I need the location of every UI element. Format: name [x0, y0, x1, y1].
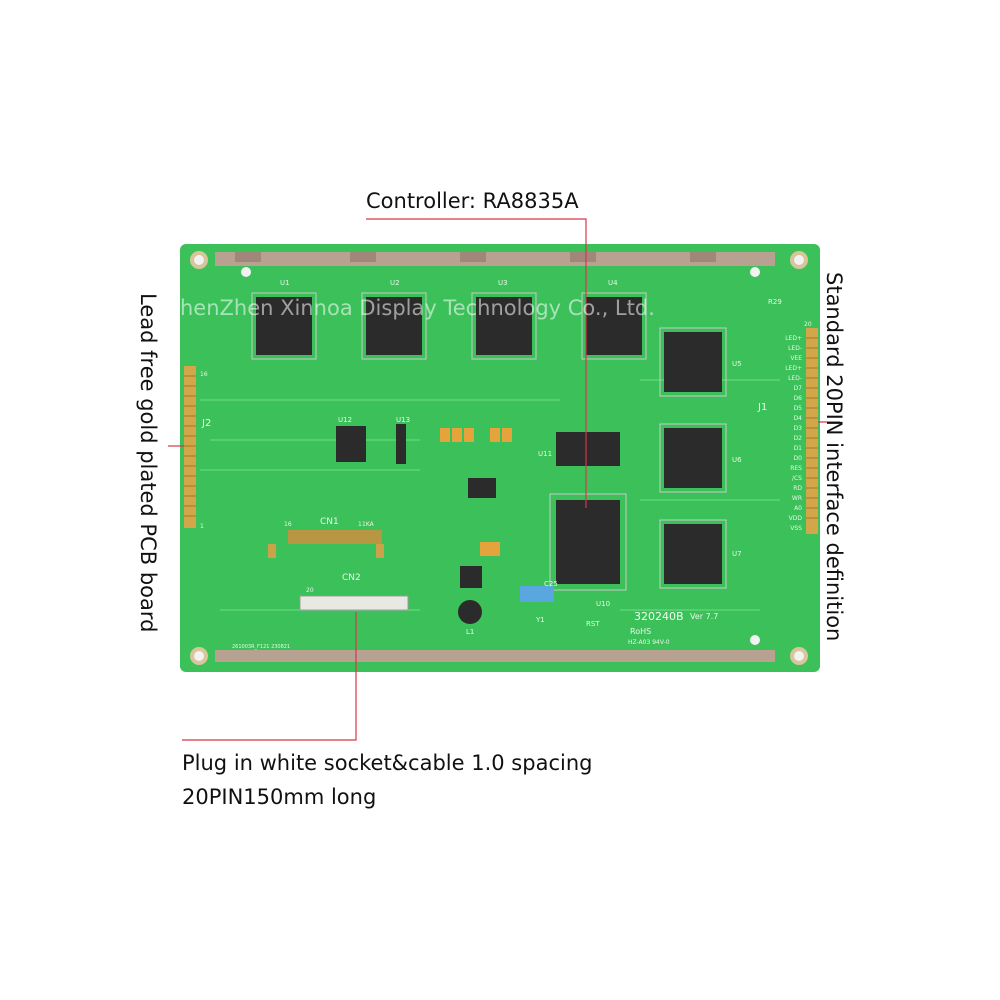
label-j1: J1: [757, 402, 767, 413]
pin-label: D5: [794, 405, 803, 412]
pin-label: RES: [790, 465, 802, 472]
pin-label: VDD: [789, 515, 803, 522]
label-u2: U2: [390, 279, 400, 287]
label-pcb-code: 261003R_F121 230821: [232, 644, 290, 650]
label-cert: HZ-A03 94V-0: [628, 639, 670, 646]
label-rst: RST: [586, 620, 600, 628]
callout-plug-line2: 20PIN150mm long: [182, 785, 377, 809]
pin-label: D3: [794, 425, 803, 432]
label-r29: R29: [768, 298, 782, 306]
pin-number-1ka: 1KA: [362, 521, 375, 528]
callout-plug-line1: Plug in white socket&cable 1.0 spacing: [182, 751, 593, 775]
silkscreen-labels: J2 J1 CN1 CN2 U1 U2 U3 U4 U5 U6 U7 U10 U…: [200, 279, 812, 650]
callout-controller: Controller: RA8835A: [366, 189, 579, 213]
pin-label: /CS: [792, 475, 802, 482]
frame-tabs: [215, 252, 775, 662]
chip-column-right: [664, 332, 722, 584]
pin-label: RD: [793, 485, 802, 492]
pin-label: LED-: [788, 375, 802, 382]
label-u4: U4: [608, 279, 618, 287]
label-u7: U7: [732, 550, 742, 558]
chip-row-top-leads: [251, 292, 647, 360]
label-c25: C25: [544, 580, 558, 588]
inductor-l1: [458, 600, 482, 624]
label-cn1: CN1: [320, 517, 339, 527]
label-version: Ver 7.7: [690, 612, 718, 621]
label-model: 320240B: [634, 610, 684, 623]
label-u1: U1: [280, 279, 290, 287]
pin-label: D2: [794, 435, 803, 442]
pin-label: WR: [792, 495, 802, 502]
controller-chip-leads: [549, 493, 627, 591]
label-u10: U10: [596, 600, 610, 608]
chip-u11: [556, 432, 620, 466]
gold-pin-header-j1: [806, 328, 818, 534]
capacitors: [440, 428, 512, 556]
watermark-text: henZhen Xinnoa Display Technology Co., L…: [180, 296, 655, 320]
pin-label: LED+: [785, 365, 802, 372]
chip-u13: [396, 424, 406, 464]
pin-label: D7: [794, 385, 803, 392]
pin-number-1-cn1: 1: [358, 521, 362, 528]
label-u11: U11: [538, 450, 552, 458]
callout-lines: [168, 218, 840, 741]
controller-chip: [556, 500, 620, 584]
callout-lead-free-pcb: Lead free gold plated PCB board: [136, 293, 160, 633]
pin-number-16-left: 16: [200, 371, 208, 378]
pin-label: D4: [794, 415, 803, 422]
chip-row-top: [256, 297, 642, 355]
label-u5: U5: [732, 360, 742, 368]
chip-q1: [468, 478, 496, 498]
pin-label: A0: [794, 505, 802, 512]
pin-number-20-cn2: 20: [306, 587, 314, 594]
pin-label: LED-: [788, 345, 802, 352]
label-j2: J2: [201, 418, 211, 429]
callout-line-plug: [182, 612, 357, 741]
label-u12: U12: [338, 416, 352, 424]
label-y1: Y1: [535, 616, 545, 624]
crystal-y1: [520, 586, 554, 602]
pin-label: D6: [794, 395, 803, 402]
chip-u12: [336, 426, 366, 462]
pin-number-1-left: 1: [200, 523, 204, 530]
pin-label: D0: [794, 455, 803, 462]
pin-label: VEE: [790, 355, 802, 362]
callout-line-controller: [366, 218, 587, 508]
gold-pin-header-j2: [184, 366, 196, 528]
cn1-gold-fingers: [268, 530, 384, 558]
mounting-holes: [190, 251, 808, 665]
label-u13: U13: [396, 416, 410, 424]
cn2-white-socket: [299, 595, 409, 611]
label-u3: U3: [498, 279, 508, 287]
chip-small: [460, 566, 482, 588]
label-u6: U6: [732, 456, 742, 464]
pin-label: LED+: [785, 335, 802, 342]
pin-label: VSS: [790, 525, 802, 532]
callout-standard-interface: Standard 20PIN interface definition: [822, 272, 846, 642]
pin-number-20-top: 20: [804, 321, 812, 328]
label-rohs: RoHS: [630, 627, 651, 636]
j1-pin-labels: LED+ LED- VEE LED+ LED- D7 D6 D5 D4 D3 D…: [785, 335, 802, 532]
chip-column-right-leads: [659, 327, 727, 589]
pin-number-16-cn1: 16: [284, 521, 292, 528]
pin-label: D1: [794, 445, 803, 452]
callout-plug-socket: Plug in white socket&cable 1.0 spacing 2…: [182, 746, 592, 814]
label-cn2: CN2: [342, 573, 361, 583]
label-l1: L1: [466, 628, 474, 636]
